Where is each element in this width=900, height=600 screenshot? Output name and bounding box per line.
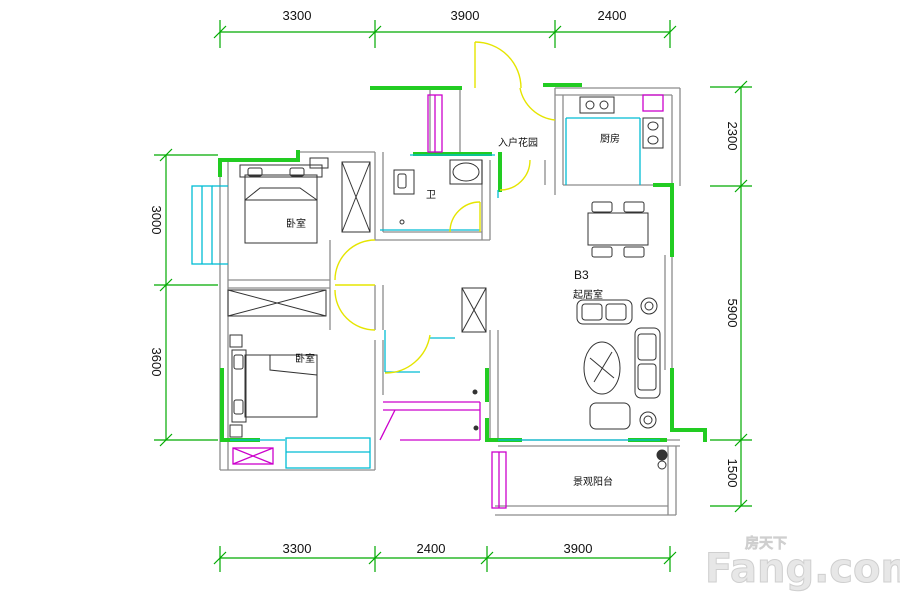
dimension-lines: [154, 20, 752, 572]
room-label-bedroom-upper: 卧室: [286, 217, 306, 230]
windows: [191, 117, 660, 469]
room-label-kitchen: 厨房: [600, 132, 620, 145]
dim-top-2: 3900: [451, 8, 480, 23]
sink: [452, 162, 480, 182]
magenta-elements: [232, 94, 664, 509]
dim-bottom-2: 2400: [417, 541, 446, 556]
dim-right-1: 2300: [725, 122, 740, 151]
toilet: [393, 169, 415, 195]
dim-right-2: 5900: [725, 299, 740, 328]
watermark-small: 房天下: [745, 535, 787, 552]
furniture: [227, 96, 668, 470]
unit-type-label: B3: [574, 268, 589, 282]
door-swings: [334, 41, 556, 374]
structural-walls: [218, 83, 707, 442]
dim-top-3: 2400: [598, 8, 627, 23]
dim-left-1: 3000: [149, 206, 164, 235]
stove: [579, 96, 615, 114]
room-label-living: 起居室: [573, 288, 603, 301]
coffee-table: [583, 341, 621, 395]
bed-lower: [244, 354, 318, 418]
watermark: 房天下 Fang.com: [705, 535, 900, 593]
room-label-bathroom: 卫: [426, 190, 436, 201]
dimension-labels: 3300 3900 2400 3300 2400 3900 3000 3600 …: [149, 8, 740, 556]
dim-top-1: 3300: [283, 8, 312, 23]
dim-bottom-3: 3900: [564, 541, 593, 556]
room-label-balcony: 景观阳台: [573, 475, 613, 488]
sofa-side: [634, 327, 661, 399]
room-label-entry: 入户花园: [498, 136, 538, 149]
room-labels: 入户花园 厨房 卫 卧室 卧室 起居室 景观阳台 B3: [286, 132, 620, 488]
room-label-bedroom-lower: 卧室: [295, 352, 315, 365]
kitchen-sink: [642, 117, 664, 149]
sofa-top: [576, 299, 633, 325]
dim-right-3: 1500: [725, 459, 740, 488]
dim-left-2: 3600: [149, 348, 164, 377]
dim-bottom-1: 3300: [283, 541, 312, 556]
bed-upper: [244, 174, 318, 244]
dining-table: [587, 212, 649, 246]
sofa-bottom: [589, 402, 631, 430]
watermark-main: Fang.com: [705, 546, 900, 592]
